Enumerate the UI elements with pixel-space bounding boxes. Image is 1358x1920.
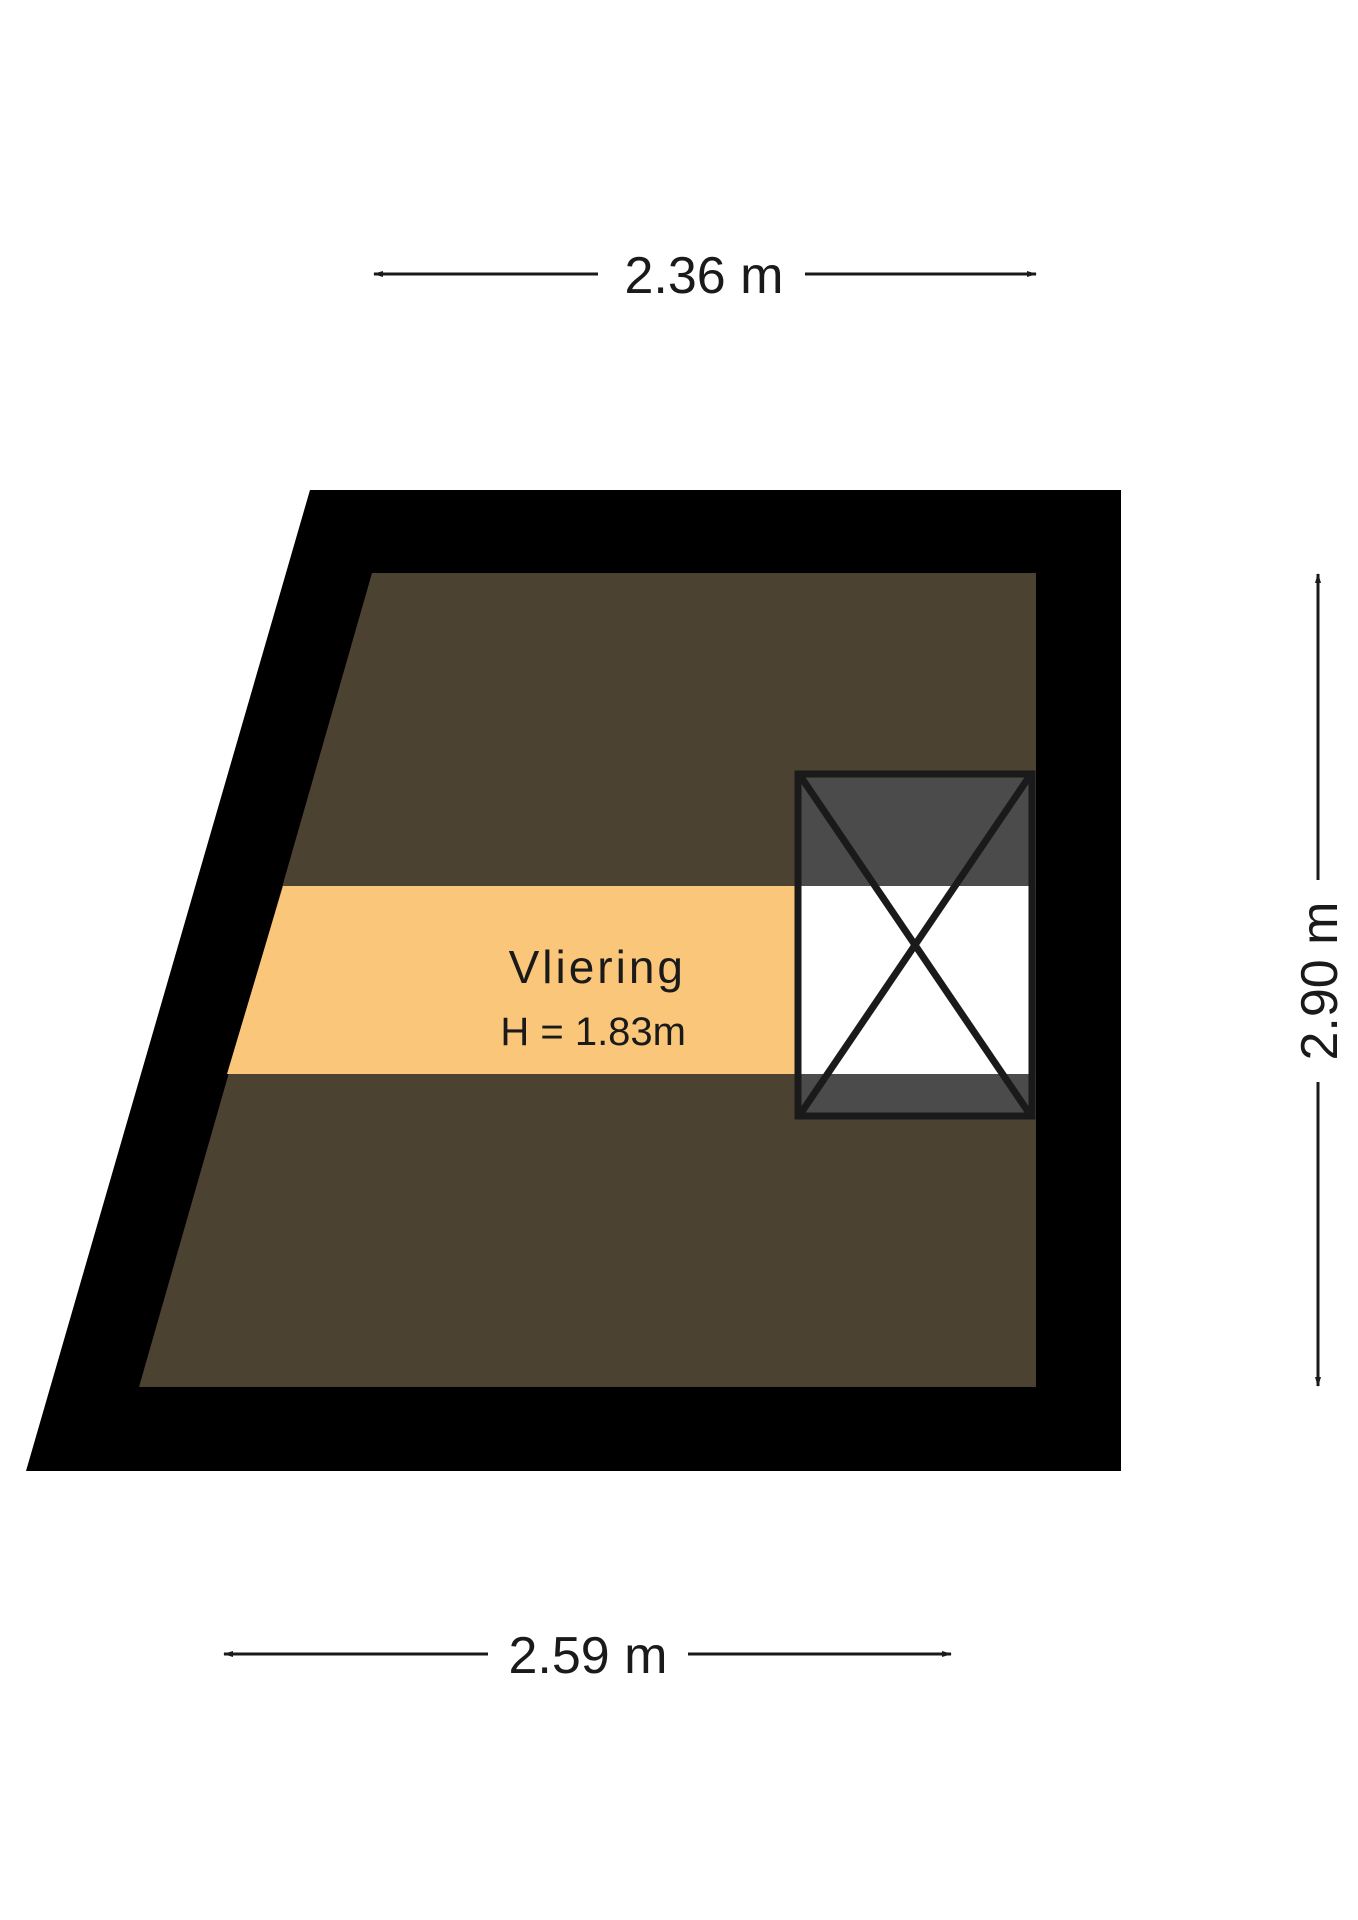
hatch-frame (794, 770, 1036, 1120)
hatch-bottom-band (798, 1074, 1036, 1116)
dimension-label-top: 2.36 m (625, 247, 784, 305)
room-height: H = 1.83m (500, 1010, 686, 1054)
room-band (227, 886, 798, 1074)
dimension-label-bottom: 2.59 m (509, 1627, 668, 1685)
room-name: Vliering (509, 941, 686, 993)
hatch-opening (798, 886, 1032, 1074)
dimension-label-right: 2.90 m (1291, 902, 1349, 1061)
hatch-cross-line (798, 775, 1032, 1115)
